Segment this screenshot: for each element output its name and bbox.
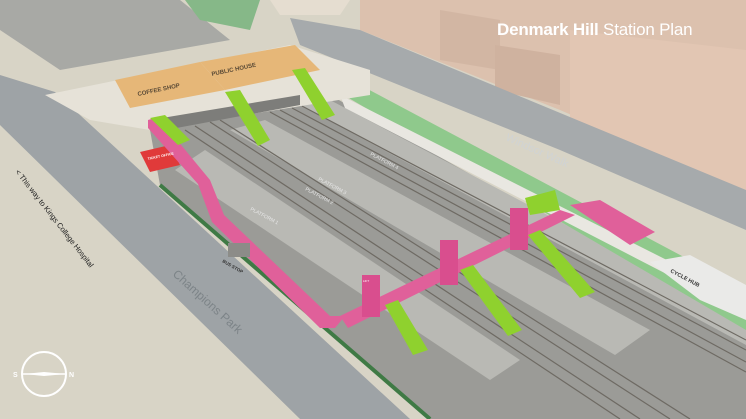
- platform-2-3: [230, 120, 650, 355]
- building: [270, 0, 350, 15]
- rail-cutting-north: [0, 0, 230, 70]
- bus-shelter: [228, 243, 250, 257]
- champions-park-road: [0, 75, 410, 419]
- ticket-office-label: TICKET OFFICE: [147, 151, 174, 161]
- compass-icon: S N: [13, 351, 74, 397]
- stairs-icon: [225, 90, 270, 146]
- windsor-walk-road: [290, 18, 746, 230]
- public-house: [200, 45, 320, 90]
- coffee-shop: [115, 62, 225, 108]
- lift-platform-2-3: [440, 240, 458, 285]
- title-light: Station Plan: [598, 20, 693, 39]
- stairs-icon: [528, 230, 595, 298]
- building: [440, 10, 500, 70]
- platform-1: [175, 150, 520, 380]
- page-title: Denmark Hill Station Plan: [497, 20, 693, 40]
- stairs-icon: [525, 190, 560, 215]
- stairs-icon: [460, 265, 522, 336]
- stairs-icon: [150, 115, 190, 145]
- building: [570, 30, 746, 190]
- compass-north: N: [69, 372, 74, 379]
- lift-platform-4: [510, 208, 528, 250]
- cycle-hub: [650, 255, 746, 320]
- bridge-shadow: [150, 95, 300, 132]
- lift-platform-1: [362, 275, 380, 317]
- lifts: [362, 208, 528, 317]
- compass-south: S: [13, 372, 18, 379]
- title-bold: Denmark Hill: [497, 20, 599, 39]
- green-strip: [185, 0, 260, 30]
- building: [495, 45, 560, 105]
- lift-label: LIFT: [363, 279, 369, 283]
- stairs-icon: [292, 68, 335, 120]
- stairs-icon: [385, 300, 428, 355]
- stairs: [150, 68, 595, 355]
